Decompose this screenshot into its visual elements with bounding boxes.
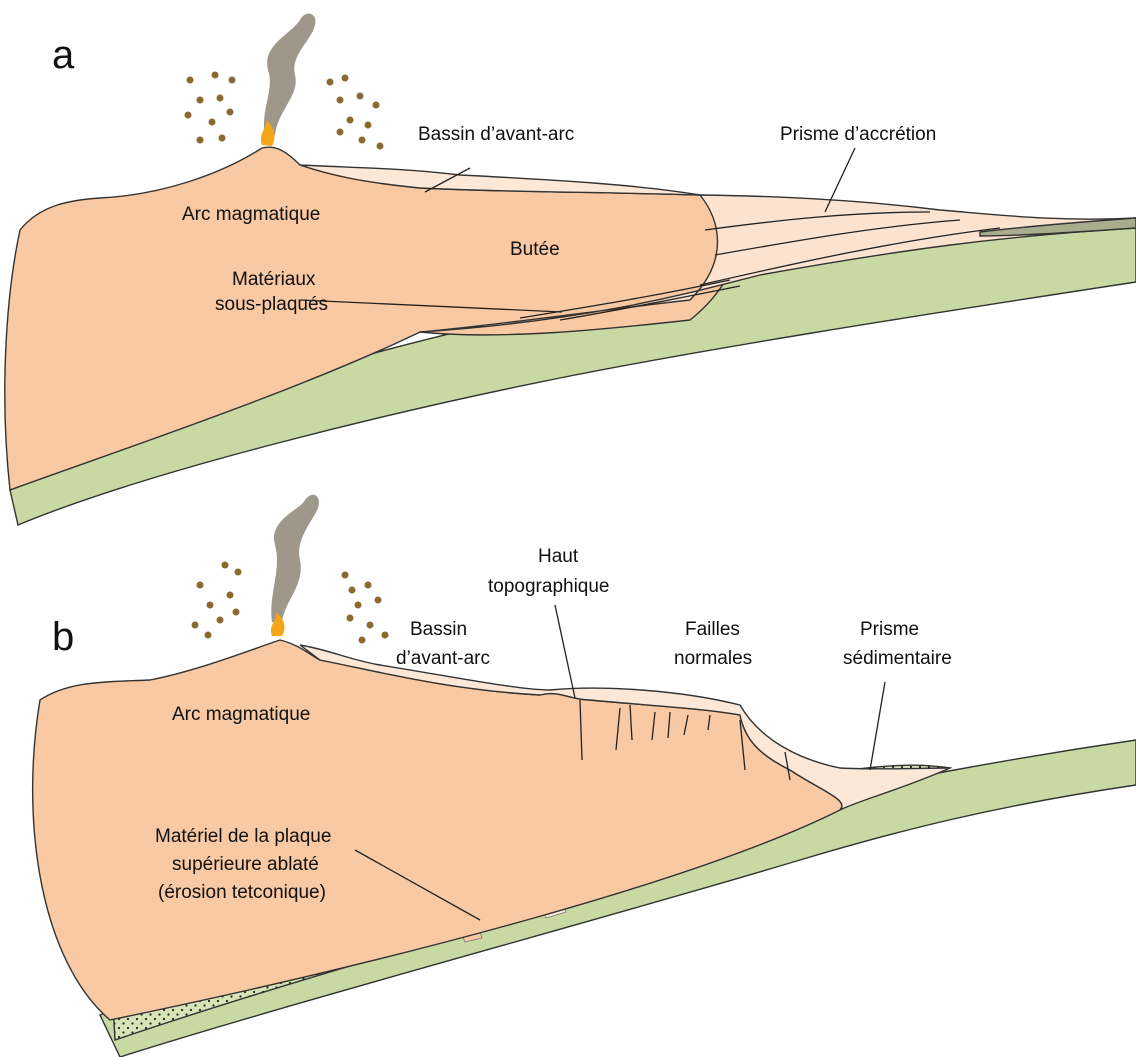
panel-a-letter: a <box>52 33 75 77</box>
label-forearc-basin-b1: Bassin <box>410 619 467 640</box>
panel-b-letter: b <box>52 615 74 659</box>
label-underplated-2: sous-plaqués <box>215 294 328 315</box>
label-ablated-3: (érosion tetconique) <box>158 882 326 903</box>
label-backstop: Butée <box>510 239 560 260</box>
label-topo-high-2: topographique <box>488 576 610 597</box>
label-normal-faults-1: Failles <box>685 619 740 640</box>
smoke-plume-b <box>271 495 319 622</box>
label-sed-prism-1: Prisme <box>860 619 919 640</box>
label-ablated-2: supérieure ablaté <box>172 854 319 875</box>
panel-b: b Haut topographique Bassin d’avant-arc … <box>33 495 1136 1057</box>
label-sed-prism-2: sédimentaire <box>843 648 952 669</box>
label-forearc-basin-b2: d’avant-arc <box>396 648 490 669</box>
label-accretion-prism: Prisme d’accrétion <box>780 124 936 145</box>
label-normal-faults-2: normales <box>674 648 752 669</box>
label-magmatic-arc-a: Arc magmatique <box>182 204 320 225</box>
label-ablated-1: Matériel de la plaque <box>155 826 331 847</box>
panel-a: a Bassin d’avant-arc Prisme d’accrétion … <box>5 14 1136 525</box>
label-topo-high-1: Haut <box>538 546 579 567</box>
smoke-plume <box>264 14 315 135</box>
label-underplated-1: Matériaux <box>232 269 316 290</box>
upper-plate <box>5 147 737 490</box>
label-magmatic-arc-b: Arc magmatique <box>172 704 310 725</box>
label-forearc-basin-a: Bassin d’avant-arc <box>418 124 574 145</box>
